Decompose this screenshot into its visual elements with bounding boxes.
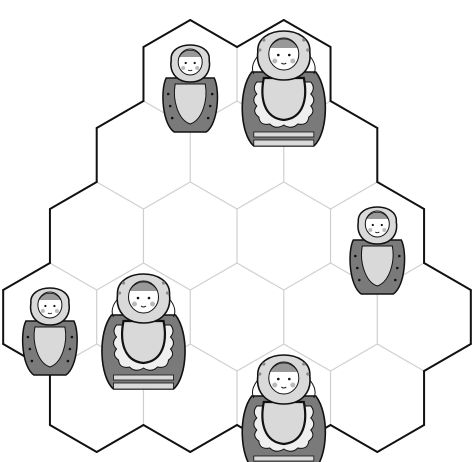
- small-doll-icon[interactable]: [350, 207, 405, 294]
- small-doll-icon[interactable]: [23, 288, 78, 375]
- small-doll-icon[interactable]: [163, 45, 218, 132]
